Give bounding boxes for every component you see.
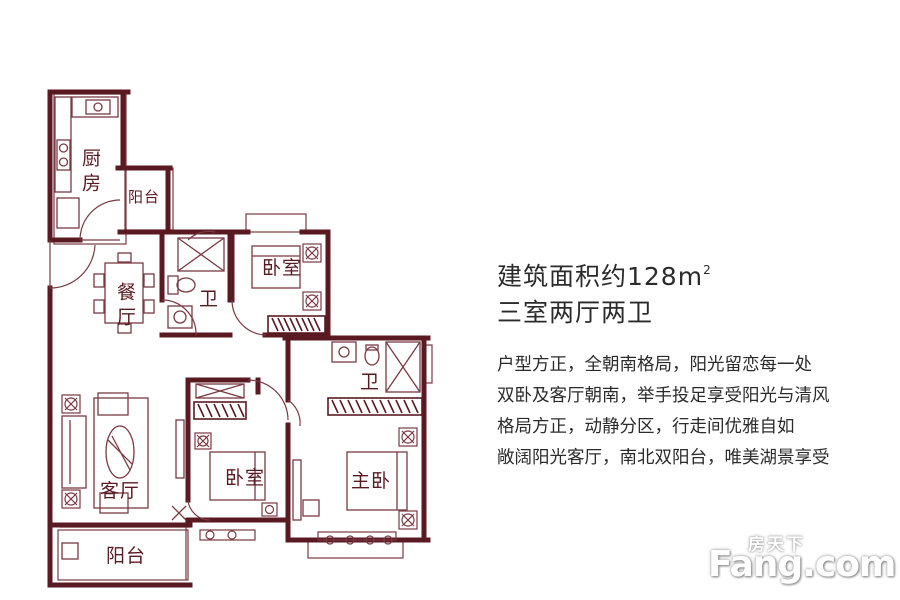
lamp-icon [61, 394, 81, 509]
feature-item: 格局方正，动静分区，行走间优雅自如 [497, 417, 795, 437]
lamp-icon [194, 432, 278, 517]
walls [47, 89, 431, 588]
sofa-icon [61, 397, 149, 509]
kitchen-counter [54, 96, 119, 193]
bath-1-label: 卫 [199, 288, 220, 310]
watermark-latin: Fang.com [708, 544, 896, 585]
wardrobe-icon [327, 397, 423, 416]
north-balcony-label: 阳台 [128, 188, 161, 206]
feature-item: 户型方正，全朝南格局，阳光留恋每一处 [497, 355, 812, 375]
feature-item: 双卧及客厅朝南，举手投足享受阳光与清风 [497, 386, 830, 406]
bedroom-north-label: 卧室 [262, 257, 303, 279]
desk-icon [292, 459, 320, 521]
master-bedroom-label: 主卧 [351, 470, 392, 492]
area-text: 建筑面积约128m [497, 262, 704, 291]
wardrobe-icon [193, 401, 247, 420]
lamp-icon [398, 427, 418, 530]
bed-icon [346, 451, 408, 511]
sink-icon [331, 341, 357, 363]
area-superscript: 2 [703, 262, 712, 277]
shower-icon [177, 237, 225, 272]
bath-2-label: 卫 [360, 371, 381, 393]
fridge-icon [56, 197, 80, 229]
window-icon [317, 531, 397, 545]
feature-item: 敞阔阳光客厅，南北双阳台，唯美湖景享受 [497, 448, 830, 468]
kitchen-label: 厨房 [79, 148, 101, 198]
feature-list: 户型方正，全朝南格局，阳光留恋每一处 双卧及客厅朝南，举手投足享受阳光与清风 格… [497, 350, 830, 474]
toilet-icon [364, 344, 380, 366]
tv-cabinet-icon [171, 419, 187, 521]
stove-icon [56, 139, 71, 171]
toilet-icon [167, 275, 196, 295]
bed-icon [251, 245, 301, 289]
coffee-table-icon [105, 425, 135, 479]
south-balcony-label: 阳台 [106, 545, 147, 567]
lamp-icon [302, 243, 322, 311]
watermark-chinese: 房天下 [748, 535, 805, 555]
armchair-icon [97, 392, 129, 514]
fang-watermark: 房天下 Fang.com [708, 530, 896, 590]
shelf-icon [195, 383, 245, 399]
dining-label: 餐厅 [114, 282, 136, 332]
sink-icon [85, 99, 111, 115]
wardrobe-icon [267, 315, 326, 334]
dining-table-icon [93, 252, 155, 334]
window-icon [199, 529, 256, 541]
balcony-chair-icon [61, 542, 79, 560]
sink-icon [167, 305, 193, 329]
living-room-label: 客厅 [100, 480, 141, 502]
layout-heading: 三室两厅两卫 [497, 298, 654, 327]
area-heading: 建筑面积约128m2 [497, 257, 712, 293]
shower-icon [385, 341, 421, 393]
bed-icon [209, 451, 266, 501]
bedroom-south-label: 卧室 [225, 467, 266, 489]
